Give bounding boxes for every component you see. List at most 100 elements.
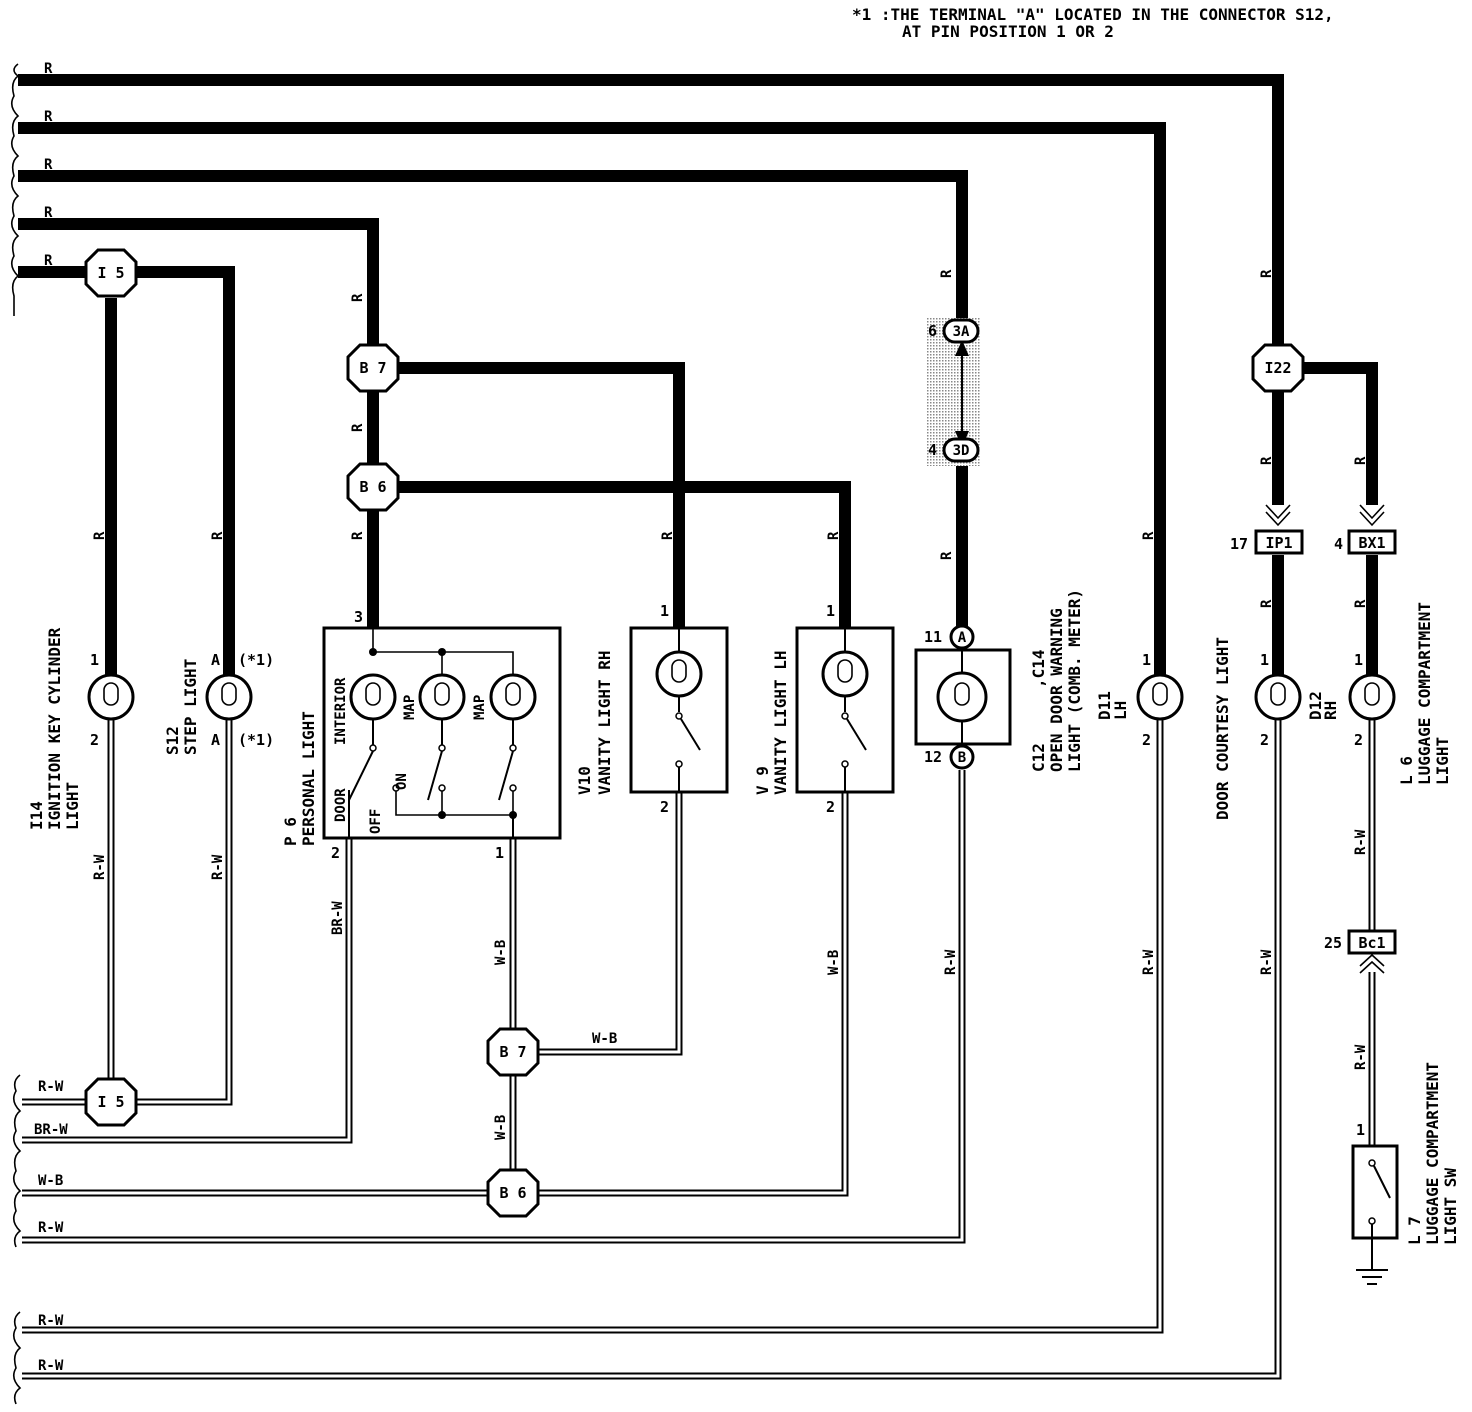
wire-label: W-B [38, 1173, 63, 1189]
svg-text:4: 4 [928, 441, 937, 459]
vanity-light-v10: 1 2 [629, 602, 729, 816]
svg-text:R: R [939, 551, 955, 560]
svg-text:2: 2 [660, 798, 669, 816]
junction-b7-bottom: B 7 [486, 1027, 540, 1077]
svg-text:ON: ON [394, 773, 410, 790]
svg-text:DOOR COURTESY LIGHT: DOOR COURTESY LIGHT [1213, 637, 1232, 820]
svg-text:1: 1 [1260, 651, 1269, 669]
svg-text:IGNITION KEY CYLINDER: IGNITION KEY CYLINDER [45, 627, 64, 830]
wire-r-4 [18, 218, 379, 628]
svg-text:R: R [1353, 456, 1369, 465]
svg-text:2: 2 [1142, 731, 1151, 749]
wire-label: R-W [38, 1358, 64, 1374]
svg-text:RH: RH [1321, 701, 1340, 720]
wire-r-i5-out [136, 266, 235, 676]
svg-text:I 5: I 5 [97, 264, 124, 282]
svg-text:MAP: MAP [472, 695, 488, 720]
wire-label: R [44, 61, 53, 77]
connector-bc1: Bc1 25 [1324, 929, 1397, 974]
svg-text:BX1: BX1 [1358, 534, 1385, 552]
wire-r-3 [18, 170, 968, 318]
svg-text:R-W: R-W [210, 854, 226, 880]
svg-text:A: A [958, 630, 967, 646]
svg-text:3: 3 [354, 608, 363, 626]
svg-text:R-W: R-W [1141, 949, 1157, 975]
svg-text:B 6: B 6 [499, 1184, 526, 1202]
svg-text:P 6: P 6 [281, 817, 300, 846]
svg-text:INTERIOR: INTERIOR [333, 677, 349, 745]
wire-r-1 [18, 74, 1284, 350]
open-door-warning-c12: A 11 B 12 [914, 624, 1012, 770]
left-connector-brace-bottom [12, 1074, 22, 1248]
svg-text:BR-W: BR-W [330, 901, 346, 935]
svg-text:R: R [210, 531, 226, 540]
svg-text:DOOR: DOOR [333, 788, 349, 822]
junction-i5-bottom: I 5 [84, 1077, 138, 1127]
svg-text:1: 1 [495, 844, 504, 862]
svg-text:R: R [939, 269, 955, 278]
svg-text:LIGHT: LIGHT [63, 782, 82, 830]
svg-text:B 6: B 6 [359, 478, 386, 496]
svg-text:R: R [350, 293, 366, 302]
svg-text:D11: D11 [1095, 691, 1114, 720]
svg-text:C12: C12 [1029, 743, 1048, 772]
svg-text:OPEN DOOR WARNING: OPEN DOOR WARNING [1047, 608, 1066, 772]
svg-text:3D: 3D [953, 443, 970, 459]
svg-text:R: R [660, 531, 676, 540]
component-label-l6: L 6 LUGGAGE COMPARTMENT LIGHT [1397, 602, 1452, 785]
svg-text:R-W: R-W [1259, 949, 1275, 975]
connector-bx1: BX1 4 [1334, 504, 1397, 555]
wire-r-b6-branch [396, 481, 851, 628]
svg-text:2: 2 [331, 844, 340, 862]
lamp-i14: 1 2 [87, 651, 135, 749]
wire-label: R [44, 205, 53, 221]
svg-text:LUGGAGE COMPARTMENT: LUGGAGE COMPARTMENT [1423, 1062, 1442, 1245]
component-label-door-courtesy: DOOR COURTESY LIGHT [1213, 637, 1232, 820]
svg-text:R: R [350, 531, 366, 540]
wire-label: R [44, 157, 53, 173]
svg-text:V10: V10 [575, 766, 594, 795]
svg-text:MAP: MAP [402, 695, 418, 720]
wire-label: R-W [38, 1079, 64, 1095]
svg-text:R-W: R-W [1353, 1044, 1369, 1070]
svg-text:D12: D12 [1306, 691, 1325, 720]
svg-text:R: R [92, 531, 108, 540]
left-connector-brace-top [10, 63, 20, 316]
svg-text:11: 11 [924, 628, 942, 646]
component-label-s12: S12 STEP LIGHT [163, 659, 200, 755]
connector-3d: 3D 4 [928, 437, 980, 463]
double-wires [22, 718, 1376, 1380]
svg-text:1: 1 [660, 602, 669, 620]
component-label-p6: P 6 PERSONAL LIGHT INTERIOR MAP MAP DOOR… [281, 677, 488, 846]
svg-text:I 5: I 5 [97, 1093, 124, 1111]
svg-text:B 7: B 7 [499, 1043, 526, 1061]
wire-label: R [44, 253, 53, 269]
left-connector-brace-lower [12, 1311, 22, 1405]
svg-text:R: R [1259, 599, 1275, 608]
svg-text:1: 1 [90, 651, 99, 669]
wire-label: R-W [38, 1313, 64, 1329]
svg-text:LIGHT: LIGHT [1433, 737, 1452, 785]
wire-r-b7-branch [396, 362, 685, 628]
svg-text:LIGHT (COMB. METER): LIGHT (COMB. METER) [1065, 589, 1084, 772]
svg-text:S12: S12 [163, 726, 182, 755]
vanity-light-v9: 1 2 [795, 602, 895, 816]
svg-text:W-B: W-B [493, 940, 509, 965]
svg-text:STEP LIGHT: STEP LIGHT [181, 659, 200, 755]
wire-label: R [44, 109, 53, 125]
svg-text:I22: I22 [1264, 359, 1291, 377]
svg-text:LH: LH [1111, 701, 1130, 720]
svg-text:12: 12 [924, 748, 942, 766]
svg-text:B: B [958, 750, 966, 766]
svg-text:1: 1 [1142, 651, 1151, 669]
svg-text:R: R [1259, 456, 1275, 465]
svg-text:IP1: IP1 [1265, 534, 1292, 552]
svg-text:VANITY LIGHT LH: VANITY LIGHT LH [771, 651, 790, 796]
lamp-s12: A (*1) A (*1) [205, 651, 274, 749]
svg-text:4: 4 [1334, 535, 1343, 553]
svg-text:R: R [826, 531, 842, 540]
svg-text:2: 2 [826, 798, 835, 816]
svg-text:(*1): (*1) [238, 731, 274, 749]
junction-b6-bottom: B 6 [486, 1168, 540, 1218]
svg-text:LIGHT SW: LIGHT SW [1441, 1168, 1460, 1245]
